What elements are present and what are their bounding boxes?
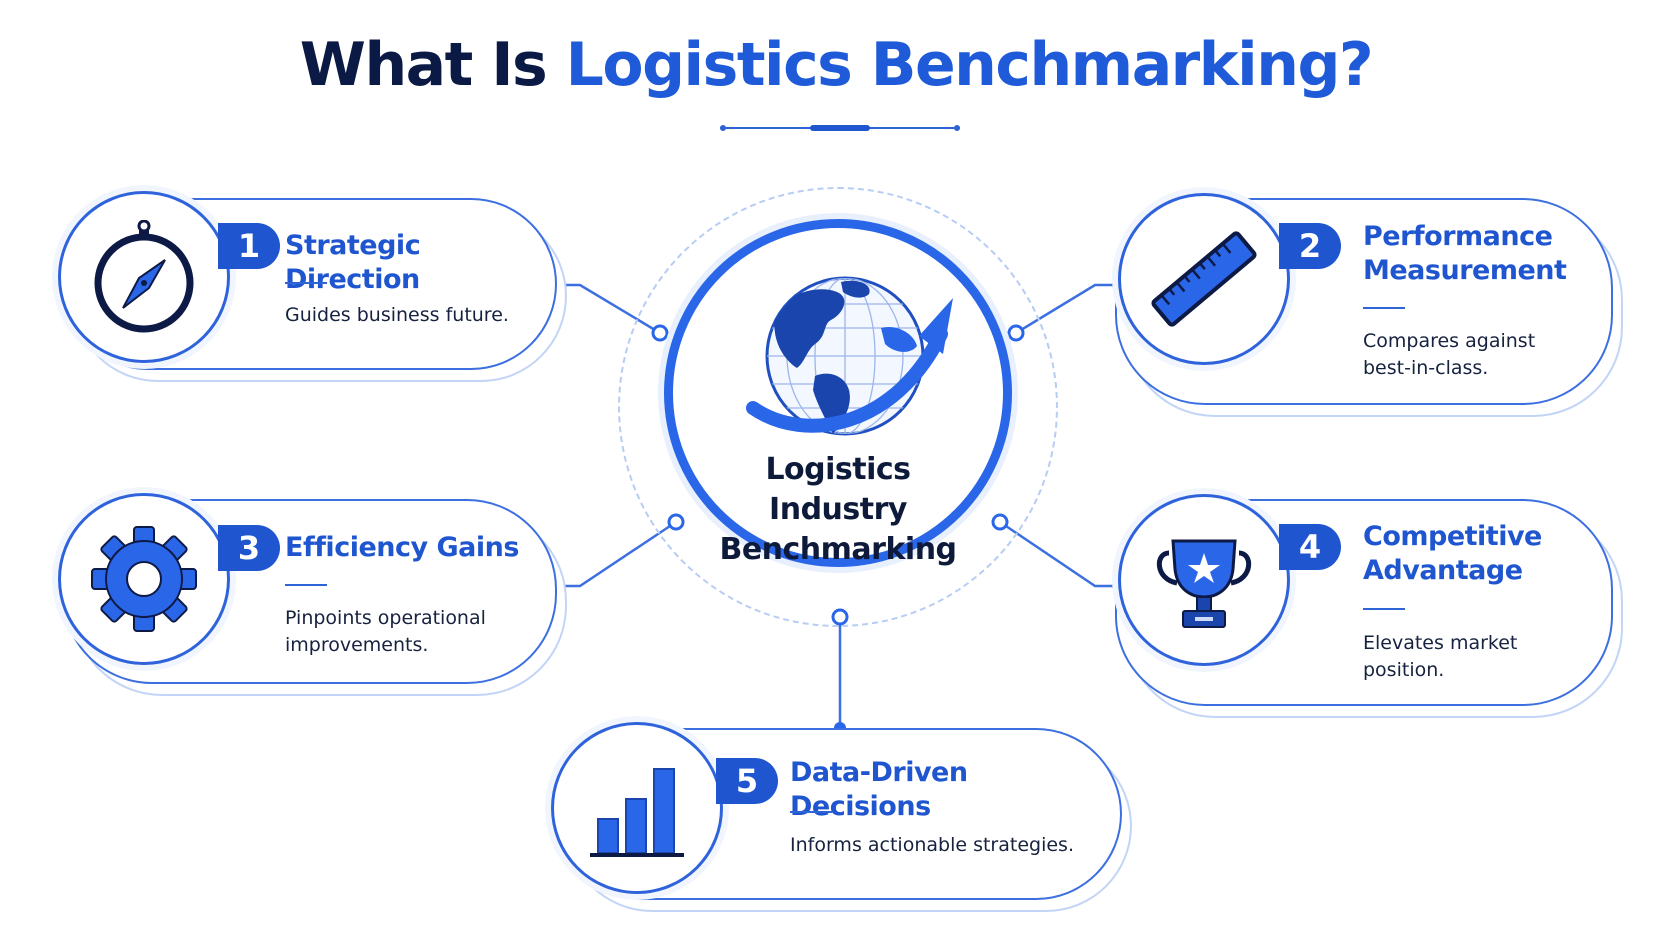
card-rule-1 bbox=[285, 282, 327, 284]
hub-circle: Logistics Industry Benchmarking bbox=[664, 219, 1012, 567]
card-desc-5: Informs actionable strategies. bbox=[790, 834, 1074, 856]
card-title-5: Data-Driven Decisions bbox=[790, 757, 968, 822]
card-rule-4 bbox=[1363, 608, 1405, 610]
ruler-icon bbox=[1151, 231, 1257, 327]
hub-halo bbox=[618, 187, 1058, 627]
title-underline bbox=[720, 123, 960, 133]
bar-chart-icon bbox=[590, 768, 684, 857]
badge-3: 3 bbox=[218, 525, 280, 571]
compass-icon bbox=[94, 220, 194, 333]
icon-ring-1 bbox=[58, 191, 230, 363]
trophy-icon bbox=[1157, 539, 1251, 628]
title-part-1: What Is bbox=[299, 30, 566, 100]
card-rule-2 bbox=[1363, 307, 1405, 309]
badge-2: 2 bbox=[1279, 223, 1341, 269]
gear-icon bbox=[91, 526, 197, 632]
title-part-2: Logistics Benchmarking? bbox=[565, 30, 1374, 100]
icon-ring-3 bbox=[58, 493, 230, 665]
icon-ring-2 bbox=[1118, 193, 1290, 365]
icon-ring-5 bbox=[551, 722, 723, 894]
card-title-3: Efficiency Gains bbox=[285, 532, 519, 563]
badge-5: 5 bbox=[716, 758, 778, 804]
card-rule-3 bbox=[285, 584, 327, 586]
hub-label: Logistics Industry Benchmarking bbox=[719, 452, 957, 567]
card-title-2: Performance Measurement bbox=[1363, 221, 1567, 286]
page-title: What Is Logistics Benchmarking? bbox=[0, 30, 1672, 100]
card-title-4: Competitive Advantage bbox=[1363, 521, 1542, 586]
icon-ring-4 bbox=[1118, 494, 1290, 666]
card-desc-2: Compares against best-in-class. bbox=[1363, 330, 1536, 379]
card-desc-3: Pinpoints operational improvements. bbox=[285, 607, 486, 656]
card-rule-5 bbox=[790, 811, 832, 813]
badge-1: 1 bbox=[218, 223, 280, 269]
globe-with-arrow-icon bbox=[746, 276, 953, 436]
badge-4: 4 bbox=[1279, 524, 1341, 570]
card-title-1: Strategic Direction bbox=[285, 230, 421, 295]
card-desc-1: Guides business future. bbox=[285, 304, 509, 326]
card-desc-4: Elevates market position. bbox=[1363, 632, 1518, 681]
